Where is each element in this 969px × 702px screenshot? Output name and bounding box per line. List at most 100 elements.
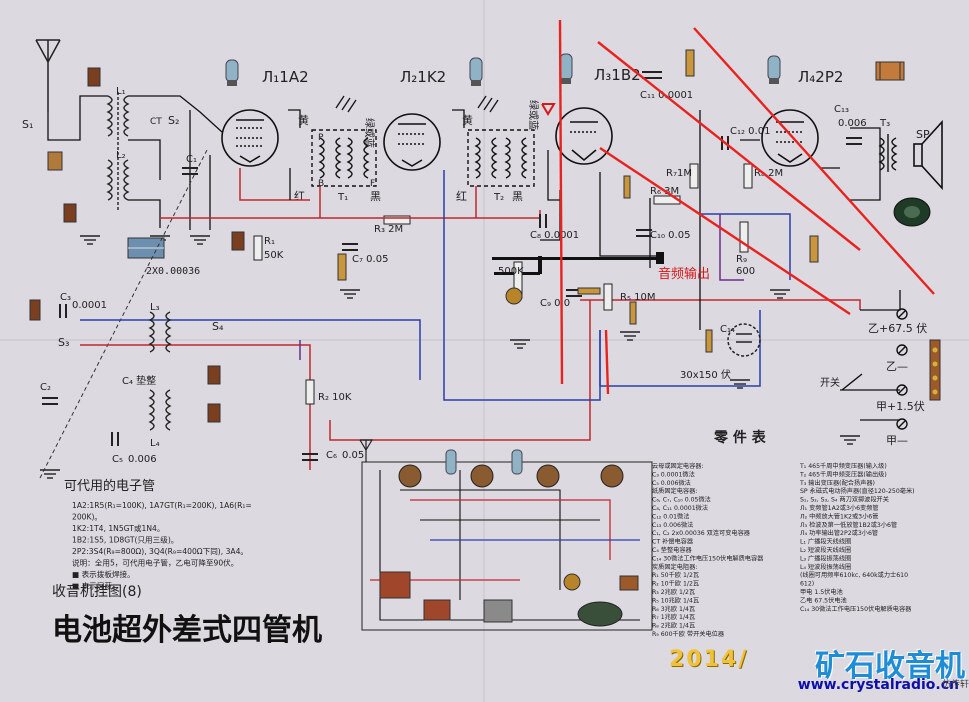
- tube-1b2-photo: [559, 53, 573, 84]
- switch-icon: [841, 373, 863, 391]
- watermark-url: www.crystalradio.cn: [797, 677, 959, 693]
- parts-table-line: 612): [800, 581, 814, 588]
- terminal-strip-photo: [929, 339, 941, 401]
- parts-table-line: S₁, S₂, S₃, S₄ 两刀双掷波段开关: [800, 496, 889, 504]
- wiring-purple: [299, 214, 744, 360]
- parts-table-line: L₃ 广播段振荡线圈: [800, 554, 851, 562]
- parts-table-line: SP 永磁式电动扬声器(直径120-250毫米): [800, 487, 915, 495]
- tube-4-label: Л₄2P2: [798, 68, 843, 86]
- parts-table-line: 炭质固定电阻器:: [652, 563, 697, 571]
- t1-p-label: P: [318, 133, 324, 143]
- ct-label: CT: [150, 117, 162, 127]
- substitutes-list: 1A2:1R5(R₁=100K), 1A7GT(R₁=200K), 1A6(R₁…: [72, 501, 252, 591]
- red-annotation-lines: [558, 19, 935, 395]
- c2-label: C₂: [40, 382, 51, 393]
- capacitor-c12: [721, 136, 729, 150]
- r5-label: R₅ 10M: [620, 292, 656, 303]
- c13-value: 0.006: [838, 118, 867, 129]
- parts-table-line: CT 补偿电容器: [652, 538, 694, 546]
- s2-label: S₂: [168, 114, 179, 127]
- t1-greenblue-label: 绿或蓝: [363, 118, 376, 148]
- output-transformer-t3: [878, 134, 898, 172]
- speaker-photo: [893, 197, 931, 227]
- capacitor-c7: [342, 243, 358, 251]
- l3-label: L₃: [150, 302, 160, 313]
- c3-label: C₃: [60, 292, 71, 303]
- tube-1-label: Л₁1A2: [262, 68, 309, 86]
- c12-label: C₁₂ 0.01: [730, 126, 770, 137]
- c6-label: C₆: [326, 450, 337, 461]
- resistor-r7: [689, 163, 699, 189]
- t2-yellow-label: 黄: [462, 113, 473, 127]
- parts-table-line: (线圈可用频率610kc, 640k或力士610: [800, 571, 908, 579]
- watermark: 2014/ 矿石收音机 www.crystalradio.cn 仿传轩: [669, 647, 969, 702]
- speaker-icon: [913, 119, 943, 191]
- capacitor-c6: [302, 453, 318, 461]
- gang-label: 2X0.00036: [146, 266, 200, 277]
- parts-table-line: C₄ 垫整电容器: [652, 546, 693, 554]
- series-label: 收音机挂图(8): [52, 583, 142, 600]
- a-minus-label: 甲—: [886, 434, 908, 447]
- resistor-r2: [305, 379, 315, 405]
- audio-output-bar: [538, 256, 542, 274]
- r9-label: R₉: [736, 254, 747, 265]
- c10-label: C₁₀ 0.05: [650, 230, 690, 241]
- r9-value: 600: [736, 266, 755, 277]
- bypass-arrow-icon: [541, 103, 556, 116]
- audio-output-bar: [492, 257, 660, 260]
- main-title: 电池超外差式四管机: [52, 613, 322, 648]
- parts-table-line: Л₂ 中频放大管1K2或3小6管: [800, 512, 878, 520]
- s4-label: S₄: [212, 320, 224, 333]
- wiring-layout-diagram: [361, 449, 653, 631]
- parts-table-line: R₅ 10兆欧 1/4瓦: [652, 596, 699, 604]
- parts-table-line: R₆ 3兆欧 1/4瓦: [652, 605, 695, 613]
- parts-table-line: C₁₃ 0.006微法: [652, 521, 693, 529]
- a-plus-label: 甲+1.5伏: [876, 399, 925, 413]
- if-transformer-t2: [467, 129, 535, 187]
- parts-table-line: 甲电 1.5伏电池: [800, 588, 843, 596]
- c1-label: C₁: [186, 154, 197, 165]
- parts-table-line: C₈, C₁₁ 0.0001微法: [652, 504, 708, 512]
- tube-1b2-symbol: [555, 107, 613, 165]
- parts-table-line: C₁₄ 30微法工作电压150伏电解质电容器: [800, 605, 912, 613]
- c13-label: C₁₃: [834, 104, 849, 115]
- resistor-r5: [603, 283, 613, 311]
- watermark-date: 2014/: [669, 647, 749, 672]
- parts-table-line: 云母或固定电容器:: [652, 462, 704, 470]
- substitute-line: 说明：全用5，可代用电子管，乙电可降至90伏。: [72, 558, 238, 568]
- parts-table-line: 乙电 67.5伏电池: [800, 596, 847, 604]
- t2-black-label: 黑: [512, 190, 523, 203]
- s1-label: S₁: [22, 118, 33, 131]
- r2-label: R₂ 10K: [318, 392, 352, 403]
- parts-table-line: R₇ 1兆欧 1/4瓦: [652, 613, 695, 621]
- r8-label: R₈ 2M: [754, 168, 783, 179]
- l2-label: L₂: [116, 150, 126, 161]
- t3-label: T₃: [879, 118, 890, 129]
- c5-value: 0.006: [128, 454, 157, 465]
- tube-2-label: Л₂1K2: [400, 68, 446, 86]
- antenna-coil-l1: [106, 92, 130, 210]
- watermark-badge: 仿传轩: [941, 680, 969, 690]
- t1-black-label: 黑: [370, 190, 381, 203]
- capacitor-c5: [111, 432, 119, 446]
- wiring-red: [80, 168, 861, 470]
- potentiometer-r4: [505, 261, 523, 305]
- b-plus-label: 乙+67.5 伏: [868, 321, 927, 335]
- parts-table-line: T₁ 465千周中频变压器(输入级): [799, 462, 887, 470]
- wiring-black: [47, 95, 223, 230]
- parts-table-line: C₁₄ 30微法工作电压150伏电解质电容器: [652, 554, 764, 562]
- parts-table-line: C₆, C₇, C₁₀ 0.05微法: [652, 496, 711, 504]
- parts-table-line: C₅ 0.006微法: [652, 479, 691, 487]
- parts-table-line: L₄ 短波段振荡线圈: [800, 563, 851, 571]
- tube-1a2-photo: [225, 59, 239, 86]
- c5-label: C₅: [112, 454, 123, 465]
- capacitor-c11: [642, 71, 662, 79]
- r4-label: 500K: [498, 266, 524, 277]
- parts-table-line: R₉ 600千欧 带开关电位器: [652, 630, 725, 638]
- c6-value: 0.05: [342, 450, 364, 461]
- output-transformer-photo: [875, 61, 905, 81]
- parts-table-line: Л₁ 变频管1A2或3小6变频管: [800, 504, 879, 512]
- tube-2p2-symbol: [761, 109, 819, 167]
